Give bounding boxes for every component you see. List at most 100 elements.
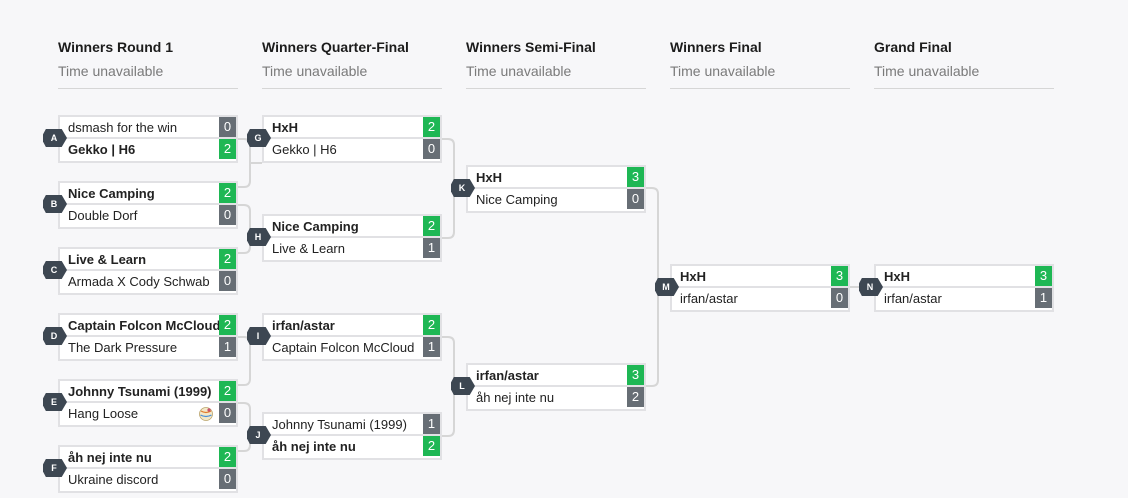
header-divider: [670, 88, 850, 89]
participant-slot[interactable]: Ukraine discord 0: [58, 469, 238, 493]
match-label-badge: N: [859, 278, 883, 296]
header-divider: [58, 88, 238, 89]
header-divider: [466, 88, 646, 89]
participant-name: Hang Loose: [68, 406, 139, 421]
participant-slot[interactable]: Double Dorf 0: [58, 205, 238, 229]
participant-slot[interactable]: Armada X Cody Schwab 0: [58, 271, 238, 295]
match-label-badge: C: [43, 261, 67, 279]
participant-slot[interactable]: Nice Camping 2: [58, 181, 238, 205]
match-label-badge: K: [451, 179, 475, 197]
participant-slot[interactable]: Gekko | H6 2: [58, 139, 238, 163]
round-title: Winners Quarter-Final: [262, 39, 409, 55]
match-c[interactable]: Live & Learn 2 Armada X Cody Schwab 0 C: [43, 247, 238, 295]
participant-score: 2: [219, 315, 236, 335]
participant-name: åh nej inte nu: [476, 390, 555, 405]
participant-slot[interactable]: Hang Loose 0: [58, 403, 238, 427]
participant-name: Nice Camping: [272, 219, 359, 234]
participant-score: 2: [423, 315, 440, 335]
round-time: Time unavailable: [874, 63, 980, 79]
match-label-badge: B: [43, 195, 67, 213]
participant-slot[interactable]: Captain Folcon McCloud 2: [58, 313, 238, 337]
participant-slot[interactable]: HxH 3: [466, 165, 646, 189]
participant-name: Gekko | H6: [68, 142, 136, 157]
match-j[interactable]: Johnny Tsunami (1999) 1 åh nej inte nu 2…: [247, 412, 442, 460]
participant-slot[interactable]: Nice Camping 2: [262, 214, 442, 238]
round-header-4: Winners Final Time unavailable: [670, 37, 850, 89]
participant-slot[interactable]: Live & Learn 1: [262, 238, 442, 262]
participant-name: Double Dorf: [68, 208, 138, 223]
participant-slot[interactable]: Gekko | H6 0: [262, 139, 442, 163]
match-a[interactable]: dsmash for the win 0 Gekko | H6 2 A: [43, 115, 238, 163]
participant-score: 3: [627, 365, 644, 385]
match-label-badge: I: [247, 327, 271, 345]
participant-name: Gekko | H6: [272, 142, 337, 157]
participant-score: 3: [1035, 266, 1052, 286]
match-g[interactable]: HxH 2 Gekko | H6 0 G: [247, 115, 442, 163]
match-i[interactable]: irfan/astar 2 Captain Folcon McCloud 1 I: [247, 313, 442, 361]
participant-name: Live & Learn: [272, 241, 345, 256]
participant-score: 2: [219, 139, 236, 159]
participant-name: Live & Learn: [68, 252, 147, 267]
match-label-badge: J: [247, 426, 271, 444]
participant-score: 0: [219, 469, 236, 489]
participant-score: 0: [423, 139, 440, 159]
participant-slot[interactable]: Johnny Tsunami (1999) 2: [58, 379, 238, 403]
participant-slot[interactable]: irfan/astar 2: [262, 313, 442, 337]
participant-name: Ukraine discord: [68, 472, 159, 487]
participant-name: Johnny Tsunami (1999): [68, 384, 212, 399]
participant-slot[interactable]: HxH 2: [262, 115, 442, 139]
participant-slot[interactable]: åh nej inte nu 2: [262, 436, 442, 460]
match-label-badge: L: [451, 377, 475, 395]
participant-score: 2: [219, 249, 236, 269]
participant-score: 0: [219, 403, 236, 423]
match-l[interactable]: irfan/astar 3 åh nej inte nu 2 L: [451, 363, 646, 411]
participant-slot[interactable]: HxH 3: [874, 264, 1054, 288]
round-time: Time unavailable: [466, 63, 572, 79]
participant-slot[interactable]: Nice Camping 0: [466, 189, 646, 213]
participant-score: 2: [219, 447, 236, 467]
participant-slot[interactable]: irfan/astar 3: [466, 363, 646, 387]
participant-slot[interactable]: The Dark Pressure 1: [58, 337, 238, 361]
participant-name: HxH: [884, 269, 911, 284]
match-b[interactable]: Nice Camping 2 Double Dorf 0 B: [43, 181, 238, 229]
match-d[interactable]: Captain Folcon McCloud 2 The Dark Pressu…: [43, 313, 238, 361]
match-n[interactable]: HxH 3 irfan/astar 1 N: [859, 264, 1054, 312]
participant-score: 2: [423, 436, 440, 456]
participant-name: HxH: [476, 170, 503, 185]
match-h[interactable]: Nice Camping 2 Live & Learn 1 H: [247, 214, 442, 262]
participant-name: Nice Camping: [476, 192, 558, 207]
participant-score: 0: [219, 271, 236, 291]
participant-slot[interactable]: Captain Folcon McCloud 1: [262, 337, 442, 361]
participant-name: Armada X Cody Schwab: [68, 274, 210, 289]
round-title: Winners Final: [670, 39, 762, 55]
participant-name: Captain Folcon McCloud: [68, 318, 221, 333]
participant-slot[interactable]: HxH 3: [670, 264, 850, 288]
participant-slot[interactable]: åh nej inte nu 2: [466, 387, 646, 411]
participant-name: Johnny Tsunami (1999): [272, 417, 407, 432]
match-e[interactable]: Johnny Tsunami (1999) 2 Hang Loose 0 E: [43, 379, 238, 427]
participant-score: 1: [423, 414, 440, 434]
participant-slot[interactable]: Johnny Tsunami (1999) 1: [262, 412, 442, 436]
participant-slot[interactable]: Live & Learn 2: [58, 247, 238, 271]
participant-score: 1: [1035, 288, 1052, 308]
round-time: Time unavailable: [58, 63, 164, 79]
participant-score: 2: [219, 381, 236, 401]
participant-score: 2: [423, 117, 440, 137]
match-k[interactable]: HxH 3 Nice Camping 0 K: [451, 165, 646, 213]
participant-slot[interactable]: dsmash for the win 0: [58, 115, 238, 139]
match-f[interactable]: åh nej inte nu 2 Ukraine discord 0 F: [43, 445, 238, 493]
participant-name: The Dark Pressure: [68, 340, 178, 355]
participant-score: 1: [219, 337, 236, 357]
participant-score: 2: [627, 387, 644, 407]
match-m[interactable]: HxH 3 irfan/astar 0 M: [655, 264, 850, 312]
participant-slot[interactable]: irfan/astar 0: [670, 288, 850, 312]
participant-name: HxH: [272, 120, 299, 135]
header-divider: [874, 88, 1054, 89]
participant-score: 1: [423, 337, 440, 357]
participant-score: 3: [627, 167, 644, 187]
match-label-badge: A: [43, 129, 67, 147]
participant-score: 0: [627, 189, 644, 209]
round-header-3: Winners Semi-Final Time unavailable: [466, 37, 646, 89]
participant-slot[interactable]: irfan/astar 1: [874, 288, 1054, 312]
participant-slot[interactable]: åh nej inte nu 2: [58, 445, 238, 469]
